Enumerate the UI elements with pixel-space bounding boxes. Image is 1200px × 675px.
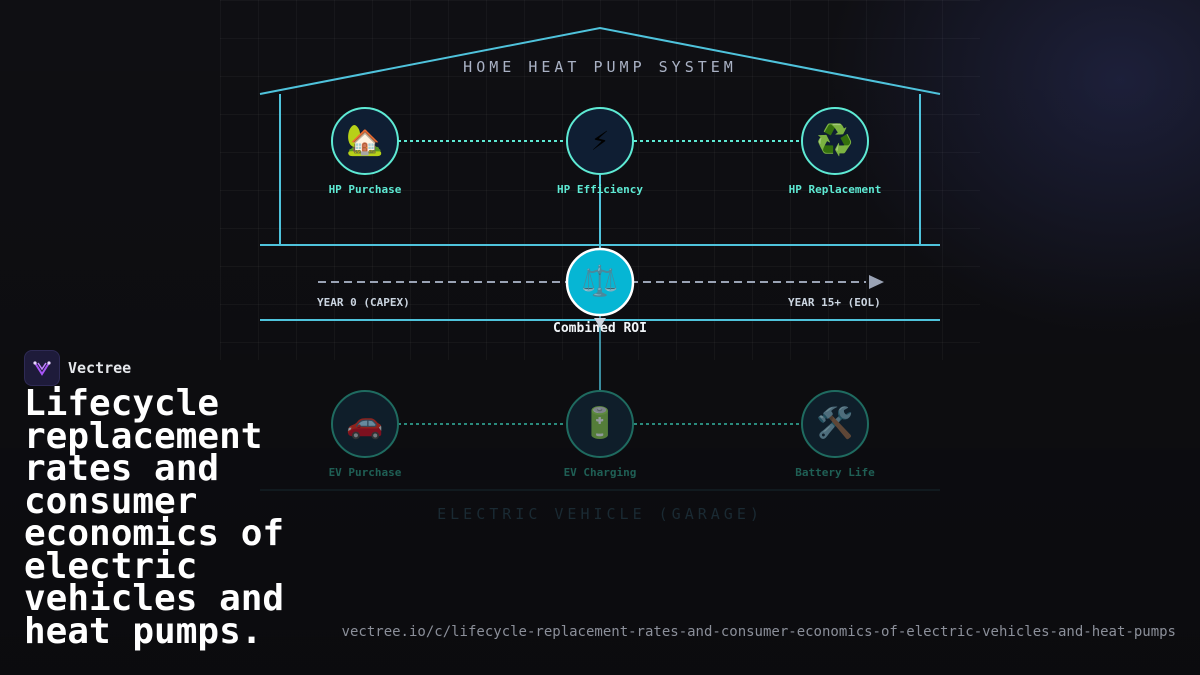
- balance-scale-icon: ⚖️: [581, 264, 619, 299]
- house-icon: 🏡: [346, 123, 384, 158]
- top-system-title: HOME HEAT PUMP SYSTEM: [463, 58, 737, 76]
- brand: Vectree: [24, 350, 131, 386]
- node-label-ev-purchase: EV Purchase: [328, 466, 402, 479]
- node-label-hp-efficiency: HP Efficiency: [556, 183, 644, 196]
- node-circle-battery-life: [801, 390, 869, 458]
- node-circle-ev-purchase: [331, 390, 399, 458]
- source-url[interactable]: vectree.io/c/lifecycle-replacement-rates…: [341, 624, 1176, 640]
- page-title: Lifecycle replacement rates and consumer…: [24, 383, 285, 652]
- node-label-ev-charging: EV Charging: [563, 466, 637, 479]
- node-label-combined-roi: Combined ROI: [553, 321, 647, 336]
- center-pointer: [594, 318, 606, 328]
- battery-icon: 🔋: [581, 406, 619, 441]
- vectree-logo-icon: [24, 350, 60, 386]
- node-label-hp-purchase: HP Purchase: [328, 183, 402, 196]
- timeline-end-label: YEAR 15+ (EOL): [788, 296, 881, 309]
- node-circle-hp-replacement: [801, 107, 869, 175]
- node-circle-hp-purchase: [331, 107, 399, 175]
- roof-outline: [259, 26, 941, 95]
- tools-icon: 🛠️: [816, 406, 854, 441]
- bottom-system-title: ELECTRIC VEHICLE (GARAGE): [437, 505, 763, 523]
- node-circle-hp-efficiency: [566, 107, 634, 175]
- timeline-start-label: YEAR 0 (CAPEX): [317, 296, 410, 309]
- recycle-icon: ♻️: [816, 123, 854, 158]
- lightning-icon: ⚡: [590, 123, 610, 158]
- node-label-battery-life: Battery Life: [795, 466, 875, 479]
- node-circle-combined-roi: [565, 247, 635, 317]
- node-label-hp-replacement: HP Replacement: [788, 183, 882, 196]
- brand-name: Vectree: [68, 359, 132, 377]
- car-icon: 🚗: [346, 406, 384, 441]
- node-circle-ev-charging: [566, 390, 634, 458]
- timeline-arrowhead: [869, 275, 884, 289]
